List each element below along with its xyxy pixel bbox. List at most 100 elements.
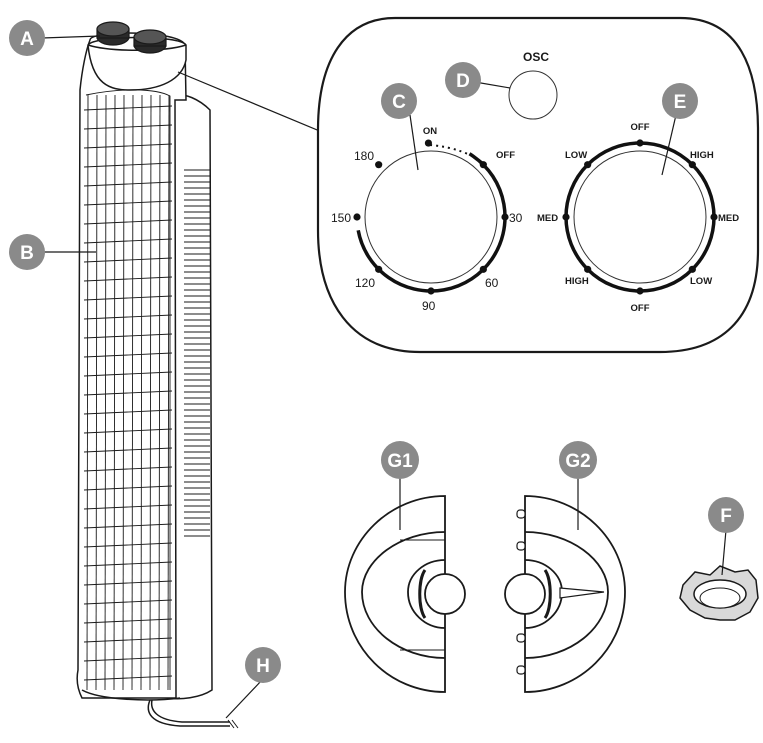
grille-rib: [83, 618, 173, 624]
grille-rib: [83, 599, 173, 605]
speed-low-left-label: LOW: [565, 150, 587, 161]
speed-off-top-label: OFF: [631, 122, 650, 133]
badge-g2: G2: [559, 441, 597, 479]
dial-dot: [688, 265, 696, 273]
grille-rib: [83, 124, 173, 130]
dial-dot: [710, 213, 718, 221]
timer-120-label: 120: [355, 276, 375, 290]
svg-text:B: B: [20, 243, 34, 264]
svg-text:H: H: [256, 656, 270, 677]
grille-rib: [83, 162, 173, 168]
dial-dot: [584, 161, 592, 169]
badge-a: A: [9, 20, 45, 56]
svg-text:A: A: [20, 29, 34, 50]
speed-med-left-label: MED: [537, 213, 558, 224]
svg-text:F: F: [720, 506, 732, 527]
badge-d: D: [445, 62, 481, 98]
svg-text:C: C: [392, 92, 406, 113]
dial-dot: [353, 213, 361, 221]
dial-dot: [424, 139, 433, 147]
grille-rib: [83, 637, 173, 643]
dial-dot: [584, 265, 592, 273]
grille-bar: [122, 94, 125, 691]
svg-text:G2: G2: [565, 451, 590, 472]
speed-dial: OFF HIGH MED LOW OFF HIGH MED LOW: [537, 122, 739, 314]
dial-dot: [375, 265, 383, 273]
front-grille: [83, 89, 173, 691]
grille-rib: [83, 371, 173, 377]
grille-rib: [83, 561, 173, 567]
grille-rib: [83, 200, 173, 206]
badge-h: H: [245, 647, 281, 683]
grille-bar: [104, 94, 107, 691]
dial-dot: [479, 161, 487, 169]
timer-150-label: 150: [331, 211, 351, 225]
locking-nut: [679, 565, 759, 621]
speed-off-bottom-label: OFF: [631, 303, 650, 314]
dial-dot: [688, 161, 696, 169]
grille-rib: [83, 333, 173, 339]
grille-rib: [83, 143, 173, 149]
osc-label: OSC: [523, 50, 549, 64]
grille-rib: [83, 466, 173, 472]
svg-text:G1: G1: [387, 451, 413, 472]
timer-180-label: 180: [354, 149, 374, 163]
grille-bar: [86, 94, 89, 691]
svg-text:E: E: [674, 92, 687, 113]
grille-rib: [83, 105, 173, 111]
speed-low-right-label: LOW: [690, 276, 712, 287]
rear-vent: [184, 169, 210, 537]
grille-rib: [83, 352, 173, 358]
grille-rib: [83, 485, 173, 491]
grille-rib: [83, 409, 173, 415]
svg-text:D: D: [456, 71, 470, 92]
grille-bar: [149, 94, 152, 691]
timer-60-label: 60: [485, 276, 499, 290]
dial-dot: [562, 213, 570, 221]
timer-on-label: ON: [423, 126, 437, 137]
base-half-g1: [344, 495, 466, 693]
badge-g1: G1: [381, 441, 419, 479]
control-knobs: [96, 21, 167, 54]
power-cord: [147, 699, 239, 729]
grille-rib: [83, 276, 173, 282]
badge-b: B: [9, 234, 45, 270]
grille-rib: [83, 447, 173, 453]
dial-dot: [636, 139, 644, 147]
timer-90-label: 90: [422, 299, 436, 313]
base-half-g2: [504, 495, 626, 693]
dial-dot: [427, 287, 435, 295]
dial-dot: [375, 161, 383, 169]
speed-high-left-label: HIGH: [565, 276, 589, 287]
grille-rib: [83, 675, 173, 681]
grille-bar: [95, 94, 98, 691]
grille-bar: [167, 94, 170, 691]
grille-rib: [83, 238, 173, 244]
grille-rib: [83, 523, 173, 529]
grille-rib: [83, 219, 173, 225]
timer-30-label: 30: [509, 211, 523, 225]
grille-rib: [83, 504, 173, 510]
dial-dot: [479, 265, 487, 273]
speed-med-right-label: MED: [718, 213, 739, 224]
leader-lines: [41, 35, 727, 719]
oscillation-button: OSC: [508, 50, 558, 120]
grille-frame: [85, 89, 171, 690]
timer-off-label: OFF: [496, 150, 515, 161]
grille-rib: [83, 580, 173, 586]
speed-high-right-label: HIGH: [690, 150, 714, 161]
timer-dial: ON OFF 30 60 90 120 150 180: [331, 126, 523, 313]
grille-rib: [83, 656, 173, 662]
badge-e: E: [662, 83, 698, 119]
grille-rib: [83, 314, 173, 320]
dial-dot: [636, 287, 644, 295]
dial-dot: [501, 213, 509, 221]
grille-rib: [83, 181, 173, 187]
tower-fan-body: [76, 32, 213, 701]
grille-rib: [83, 257, 173, 263]
grille-rib: [83, 390, 173, 396]
badge-f: F: [708, 497, 744, 533]
badge-c: C: [381, 83, 417, 119]
callout-badges: A B C D E F G1 G2: [9, 20, 744, 683]
